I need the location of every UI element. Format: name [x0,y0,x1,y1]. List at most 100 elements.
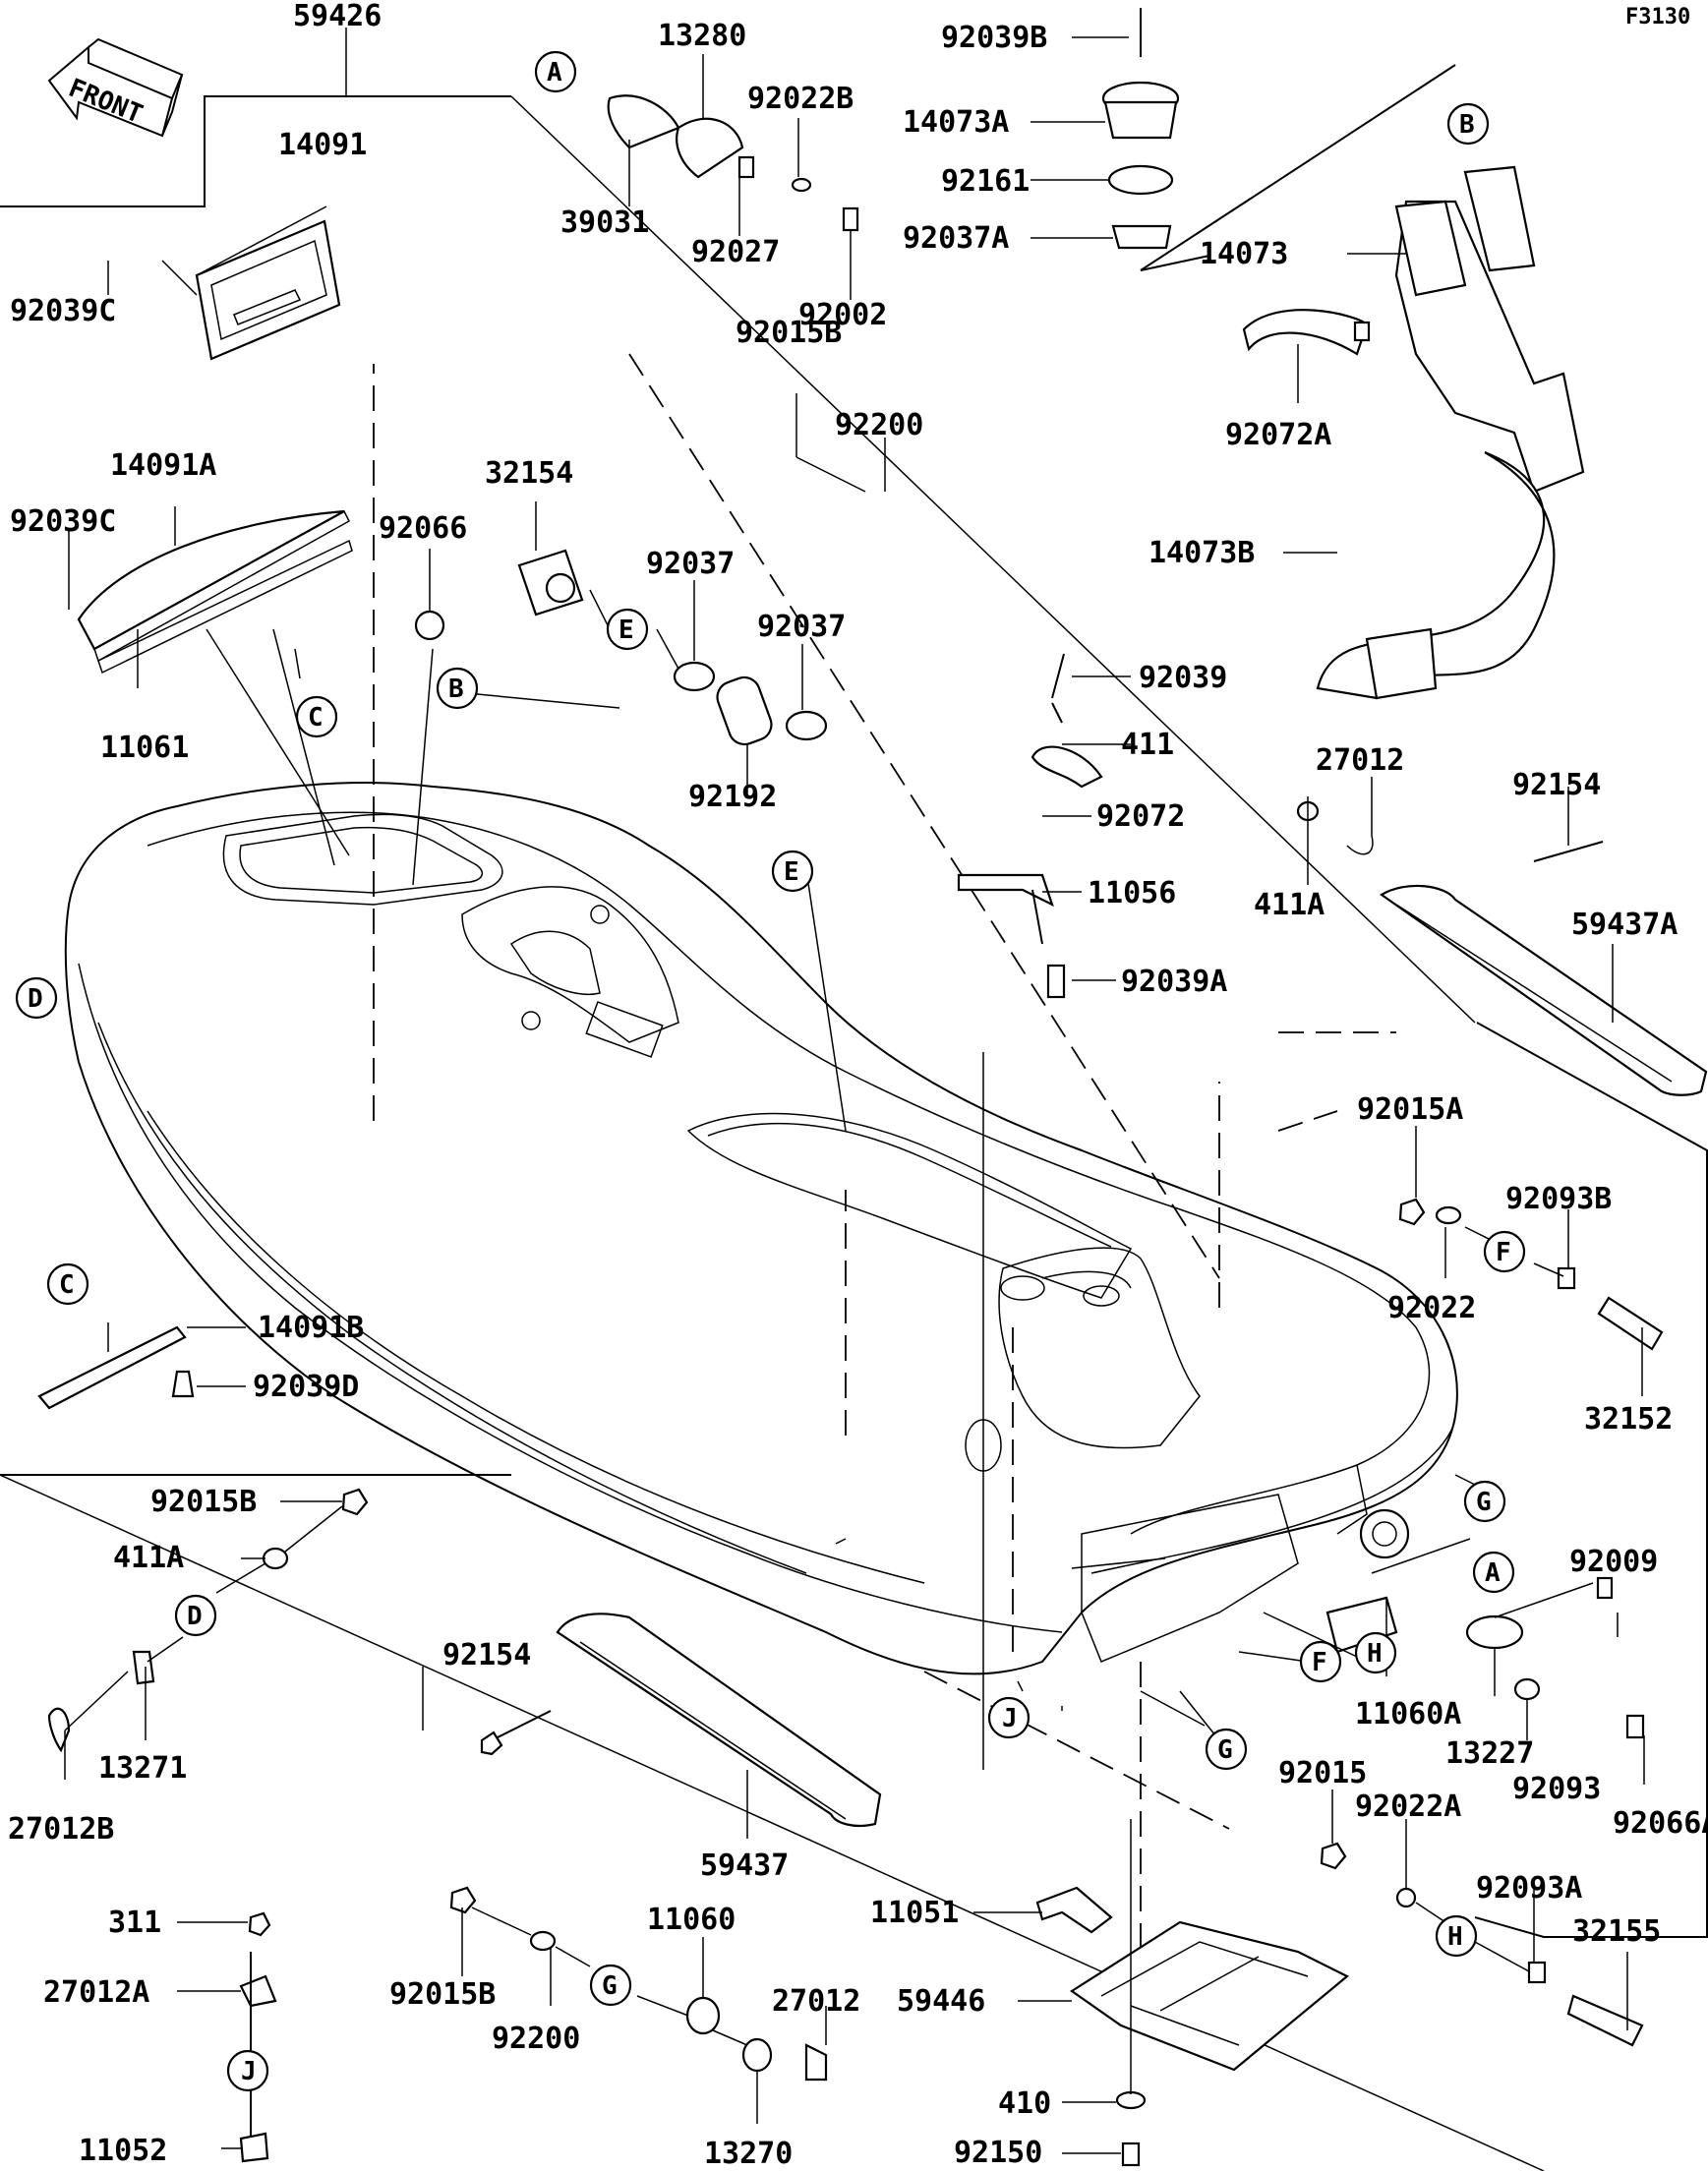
label-13227: 13227 [1445,1736,1534,1771]
part-14091-grille [195,219,341,361]
label-92072: 92072 [1096,799,1185,834]
label-14091: 14091 [278,128,367,162]
label-92015B-top: 92015B [736,316,842,350]
label-14091B: 14091B [258,1311,364,1345]
label-13270: 13270 [704,2137,793,2171]
svg-text:D: D [28,984,43,1014]
callout-D-left: D [15,976,58,1020]
label-410: 410 [998,2086,1051,2121]
part-bottom-center-fasteners [449,1886,828,2082]
svg-text:D: D [187,1602,203,1631]
part-39031-cap [607,94,859,232]
part-92039-bolt-group [957,653,1103,945]
label-92150: 92150 [954,2136,1042,2170]
label-92037-b: 92037 [757,610,846,644]
label-92027: 92027 [691,235,780,269]
svg-text:A: A [547,58,562,88]
part-27012-411A-top [1296,800,1374,855]
label-11060A: 11060A [1355,1697,1461,1731]
callout-B-top: B [1446,102,1490,146]
part-bottom-right-fasteners [1320,1842,1644,2047]
label-32155: 32155 [1572,1914,1661,1949]
callout-A-right: A [1472,1551,1515,1594]
callout-J-mid: J [987,1696,1031,1739]
label-92037A: 92037A [903,221,1009,256]
part-92015A-group [1398,1198,1664,1351]
label-92022: 92022 [1387,1291,1476,1325]
label-59437: 59437 [700,1848,789,1883]
label-92015B-left: 92015B [150,1485,257,1519]
part-59446-plate [1070,1920,1350,2167]
label-92039: 92039 [1139,661,1227,695]
label-92192: 92192 [688,780,777,814]
callout-B-mid: B [436,667,479,710]
part-59437-rail [480,1613,882,1828]
part-92039A [1046,964,1066,999]
figure-code: F3130 [1625,5,1690,29]
label-59437A: 59437A [1571,908,1678,942]
callout-G-right: G [1463,1480,1506,1523]
svg-text:E: E [784,857,799,887]
label-92022B: 92022B [747,82,854,116]
label-411A-left: 411A [113,1541,184,1575]
svg-text:B: B [448,675,464,704]
label-27012-top: 27012 [1316,743,1404,778]
svg-text:J: J [1002,1704,1018,1733]
part-92072A-clamp [1242,309,1371,356]
callout-G-mid: G [1205,1728,1248,1771]
dashed-guides [373,353,1396,1947]
label-92161: 92161 [941,164,1030,199]
label-92015: 92015 [1278,1756,1367,1790]
svg-text:C: C [59,1270,75,1300]
svg-text:C: C [308,703,324,733]
callout-D-left2: D [174,1594,217,1637]
part-92066-plug [414,610,445,641]
label-92154-right: 92154 [1512,768,1601,802]
callout-F-right: F [1483,1230,1526,1273]
label-14091A: 14091A [110,448,216,483]
label-92022A: 92022A [1355,1790,1461,1824]
label-92015B-bot: 92015B [389,1977,496,2012]
label-92066A: 92066A [1613,1806,1708,1841]
label-92039D: 92039D [253,1370,359,1404]
label-92154-left: 92154 [442,1638,531,1672]
part-14073A-fitting [1101,8,1180,250]
label-92200-top: 92200 [835,408,923,442]
label-411: 411 [1121,728,1174,762]
label-59446: 59446 [897,1984,985,2019]
part-11051-bracket [1035,1886,1113,1934]
svg-text:G: G [1217,1735,1233,1765]
callout-E-top: E [606,608,649,651]
label-39031: 39031 [560,205,649,240]
callout-C-left: C [46,1262,89,1306]
label-11061: 11061 [100,731,189,765]
part-left-fasteners [47,1488,369,1753]
label-92015A: 92015A [1357,1092,1463,1127]
svg-text:F: F [1312,1648,1327,1677]
label-59426: 59426 [293,0,382,33]
callout-C-top: C [295,695,338,738]
label-32154: 32154 [485,456,573,491]
part-labels: 59426 14091 92039C 14091A 92039C 11061 9… [8,0,1708,2171]
label-13271: 13271 [98,1751,187,1786]
label-92009: 92009 [1569,1545,1658,1579]
part-rear-fittings [1325,1576,1645,1739]
label-11052: 11052 [79,2134,167,2168]
part-59437A-rail [1379,841,1708,1096]
label-11060: 11060 [647,1903,736,1937]
part-92037-clamps [673,661,828,746]
label-92093A: 92093A [1476,1871,1582,1906]
label-11051: 11051 [870,1896,959,1930]
label-92093: 92093 [1512,1772,1601,1806]
label-14073B: 14073B [1148,536,1255,570]
label-27012B: 27012B [8,1812,114,1847]
callout-circles: A B C B E E D C F G A F H J G D H G J [15,50,1526,2092]
label-92072A: 92072A [1225,418,1331,452]
callout-J-bottom: J [226,2049,269,2092]
label-14073: 14073 [1200,237,1288,271]
callout-H-mid: H [1354,1631,1397,1674]
label-11056: 11056 [1088,876,1176,910]
svg-text:E: E [618,616,634,645]
svg-text:H: H [1367,1639,1383,1669]
